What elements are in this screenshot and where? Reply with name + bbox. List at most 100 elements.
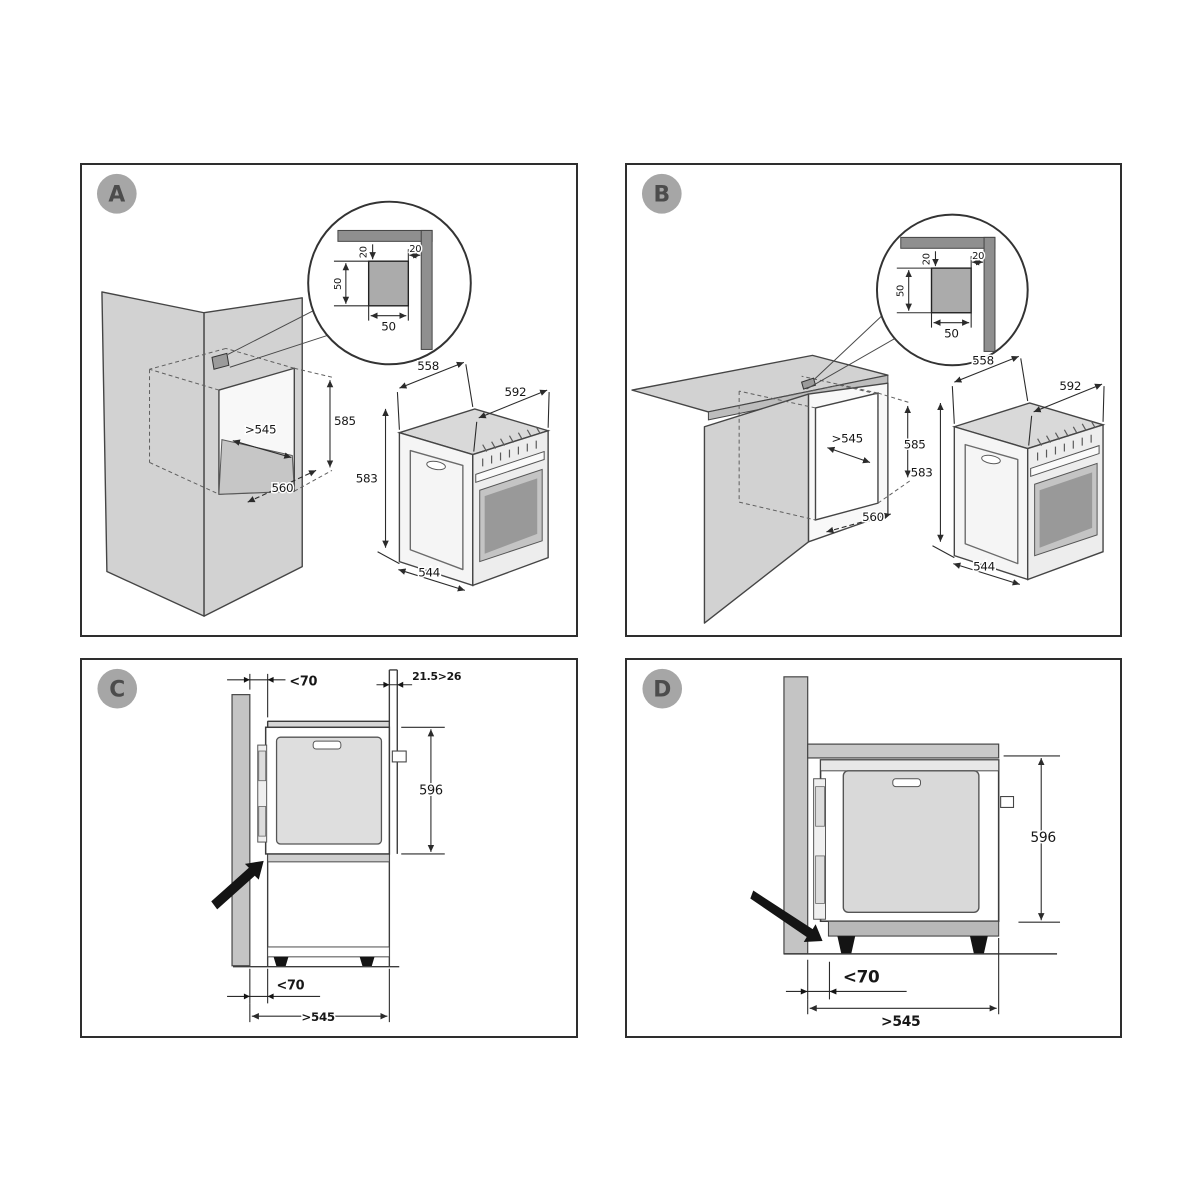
oven-3d: 558 592 583 544 — [909, 352, 1106, 586]
dim-label-bottom-side-gap: <70 — [277, 978, 305, 993]
dim-label-oven-bottom-depth: 544 — [973, 560, 995, 574]
dimension-annotations: <70 21.5>26 596 <70 >545 — [227, 668, 463, 1026]
panel-label: C — [109, 678, 125, 703]
panel-b-badge: B — [641, 173, 682, 214]
dim-label-oven-height: 583 — [356, 471, 378, 485]
panel-a-badge: A — [96, 173, 137, 214]
worktop — [807, 743, 1000, 759]
dim-label-bracket-width: 50 — [944, 327, 959, 341]
niche-dimensions: 585 >545 560 — [826, 392, 927, 534]
side-wall — [231, 694, 251, 967]
callout-leader-lines — [227, 310, 328, 368]
dim-label-niche-height: 585 — [334, 414, 356, 428]
dim-label-bracket-height: 50 — [896, 285, 907, 297]
oven-door — [842, 770, 980, 914]
hinge-tab-bottom — [258, 806, 267, 837]
corner-wall-side — [420, 229, 433, 350]
cabinet-column — [101, 291, 303, 617]
dim-label-oven-top-depth: 558 — [417, 359, 439, 373]
worktop-cabinet — [631, 354, 889, 624]
panel-b: B 50 — [625, 163, 1122, 637]
dim-label-side-gap: <70 — [843, 967, 880, 987]
dim-label-niche-depth: 560 — [272, 481, 294, 495]
panel-c: C — [80, 658, 578, 1038]
dim-label-oven-width: 592 — [505, 385, 527, 399]
callout-leader-lines — [806, 315, 896, 390]
panel-d-badge: D — [642, 668, 683, 709]
oven-dimensions: 558 592 583 544 — [354, 358, 550, 592]
hinge-strip — [257, 744, 268, 843]
panel-c-drawing: C — [97, 668, 463, 1026]
panel-d: D 596 — [625, 658, 1122, 1038]
oven-3d — [397, 408, 551, 587]
dim-label-niche-width: >545 — [301, 1010, 335, 1024]
door-handle-recess — [426, 460, 446, 471]
bracket-plate — [930, 267, 972, 314]
oven-handle-bar — [1030, 444, 1100, 478]
door-window-glass — [484, 478, 538, 554]
dim-label-bracket-width: 50 — [381, 320, 396, 334]
dim-label-oven-height: 596 — [1030, 830, 1056, 846]
corner-wall-top — [900, 236, 996, 249]
cabinet-foot-left — [273, 956, 289, 967]
connector-plug — [1000, 796, 1015, 808]
panel-a-drawing: A 50 20 — [96, 173, 551, 617]
dim-label-niche-width: >545 — [881, 1014, 920, 1030]
bracket-plate — [367, 260, 410, 307]
oven-handle-bar — [475, 450, 545, 483]
badge-circle — [97, 668, 138, 709]
dim-label-gap-top: 20 — [922, 253, 933, 265]
dim-label-oven-bottom-depth: 544 — [418, 565, 440, 579]
dim-label-oven-height: 596 — [419, 784, 443, 799]
oven-base — [827, 920, 1000, 937]
panel-a: A 50 20 — [80, 163, 578, 637]
pointer-arrow — [750, 890, 823, 942]
cabinet-foot-right — [359, 956, 375, 967]
niche-dimensions: 585 >545 560 — [232, 367, 358, 503]
oven-front — [813, 759, 1015, 954]
door-handle-recess — [981, 454, 1001, 465]
dim-label-gap-top: 20 — [359, 246, 370, 258]
vent-hatching — [1037, 420, 1096, 461]
hinge-tab-top — [258, 750, 267, 782]
panel-label: D — [653, 678, 671, 703]
badge-circle — [96, 173, 137, 214]
hinge-strip — [813, 778, 827, 920]
dim-label-top-side-gap: <70 — [289, 675, 317, 690]
badge-circle — [642, 668, 683, 709]
hinge-tab-bottom — [815, 855, 825, 904]
dimension-annotations: 596 <70 >545 — [785, 755, 1061, 1032]
oven-door — [275, 736, 383, 845]
dim-label-panel-thickness: 21.5>26 — [412, 670, 461, 683]
connector-plug — [391, 750, 407, 763]
dim-label-bracket-height: 50 — [333, 278, 344, 290]
oven-foot-right — [969, 936, 988, 954]
door-window-glass — [1039, 472, 1093, 548]
callout-circle: 50 20 20 50 — [307, 200, 472, 366]
mounting-bracket — [211, 310, 328, 370]
dim-label-niche-height: 585 — [904, 438, 926, 452]
dim-label-niche-width: >545 — [245, 423, 276, 437]
dim-label-niche-depth: 560 — [862, 510, 884, 524]
door-handle-recess — [892, 778, 921, 788]
door-handle-recess — [312, 740, 342, 750]
vent-hatching — [482, 426, 541, 467]
callout-circle: 50 20 20 50 — [875, 213, 1029, 367]
badge-circle — [641, 173, 682, 214]
oven-dimensions: 558 592 583 544 — [909, 352, 1105, 586]
corner-wall-top — [337, 229, 433, 242]
corner-wall-side — [983, 236, 996, 352]
panel-label: A — [108, 183, 125, 208]
panel-label: B — [653, 183, 670, 208]
panel-d-drawing: D 596 — [642, 668, 1061, 1032]
dim-label-oven-width: 592 — [1059, 379, 1081, 393]
hinge-tab-top — [815, 786, 825, 827]
dim-label-niche-width: >545 — [832, 432, 863, 446]
panel-c-badge: C — [97, 668, 138, 709]
oven-foot-left — [837, 936, 856, 954]
dim-label-gap-side: 20 — [409, 244, 421, 255]
oven-front — [257, 726, 407, 855]
mounting-bracket — [801, 315, 896, 390]
side-wall — [783, 676, 809, 955]
